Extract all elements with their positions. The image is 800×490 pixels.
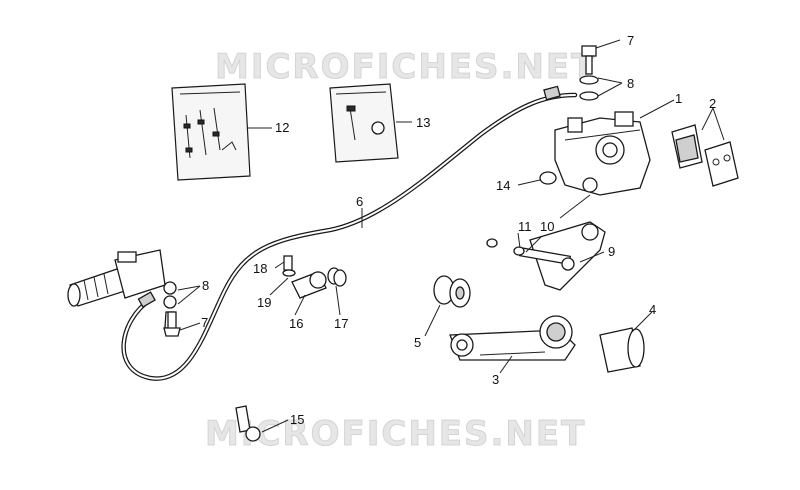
label-4: 4 xyxy=(649,302,656,317)
callout-labels: 7 8 1 2 12 13 14 6 11 10 9 18 8 19 7 16 … xyxy=(201,33,716,427)
part-9-caliper-bracket xyxy=(486,221,606,291)
label-19: 19 xyxy=(257,295,271,310)
label-7-bottom: 7 xyxy=(201,315,208,330)
part-6-brake-hose xyxy=(121,85,578,381)
part-7-bolt-top xyxy=(579,45,599,101)
label-14: 14 xyxy=(496,178,510,193)
watermark-top: MICROFICHES.NET xyxy=(215,47,596,87)
label-15: 15 xyxy=(290,412,304,427)
label-8-bottom: 8 xyxy=(202,278,209,293)
part-12-bag xyxy=(171,83,251,181)
label-6: 6 xyxy=(356,194,363,209)
master-cylinder xyxy=(67,249,177,329)
part-2-brake-pads xyxy=(671,124,739,187)
label-1: 1 xyxy=(675,91,682,106)
label-11: 11 xyxy=(518,219,532,234)
label-9: 9 xyxy=(608,244,615,259)
part-5-bushing xyxy=(433,275,471,308)
label-7-top: 7 xyxy=(627,33,634,48)
part-4-spacer xyxy=(599,327,645,373)
leader-lines xyxy=(177,39,725,433)
label-18: 18 xyxy=(253,261,267,276)
label-17: 17 xyxy=(334,316,348,331)
label-3: 3 xyxy=(492,372,499,387)
part-19-washer xyxy=(282,269,296,277)
part-1-brake-caliper xyxy=(554,111,651,196)
label-2: 2 xyxy=(709,96,716,111)
part-16-hose-clip xyxy=(291,271,327,299)
part-13-bag xyxy=(329,83,399,163)
part-15-clamp xyxy=(235,405,261,442)
part-18-screw xyxy=(283,255,293,271)
label-10: 10 xyxy=(540,219,554,234)
label-5: 5 xyxy=(414,335,421,350)
watermark-bottom: MICROFICHES.NET xyxy=(205,414,586,454)
part-14-bleed-cap xyxy=(539,171,557,185)
label-13: 13 xyxy=(416,115,430,130)
part-3-torque-arm xyxy=(449,315,576,361)
part-17-spring xyxy=(327,267,347,287)
label-8-top: 8 xyxy=(627,76,634,91)
label-16: 16 xyxy=(289,316,303,331)
label-12: 12 xyxy=(275,120,289,135)
part-7-bolt-bottom xyxy=(163,311,181,337)
